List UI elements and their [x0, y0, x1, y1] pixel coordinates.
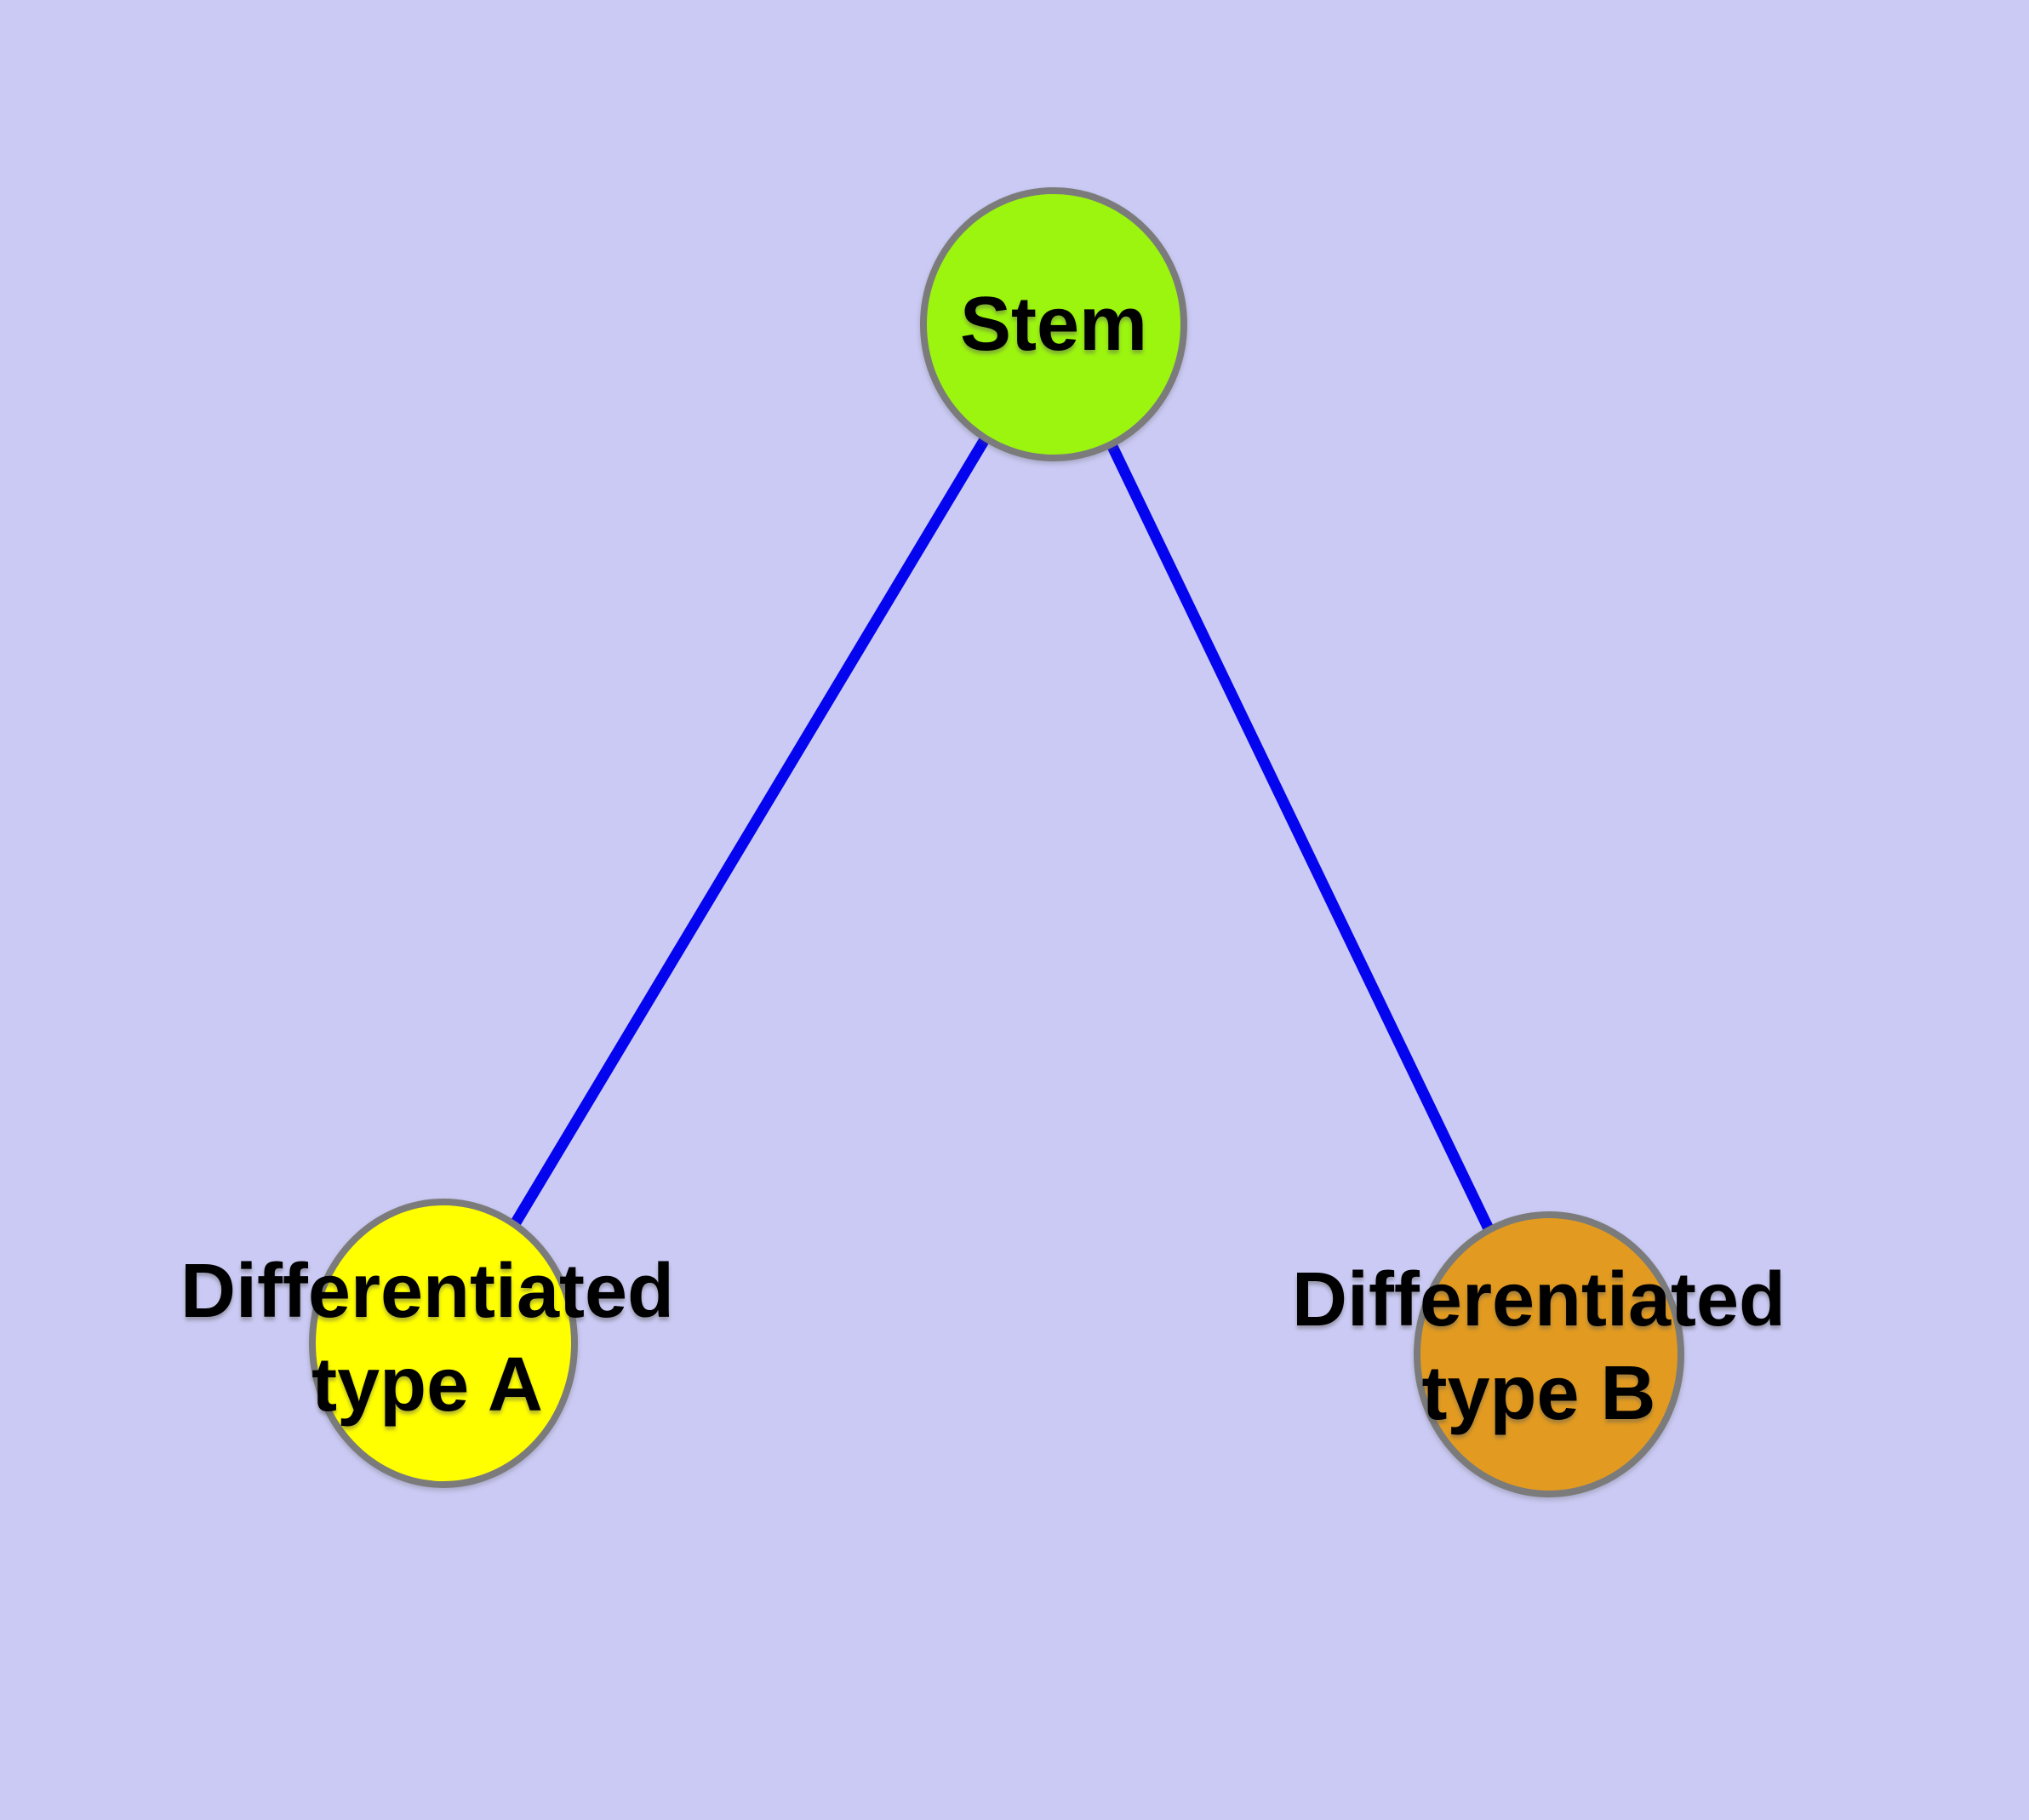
node-stem-shape[interactable] — [920, 187, 1187, 461]
node-type-b-shape[interactable] — [1414, 1211, 1684, 1497]
node-type-a-label-line1: Differentiated — [180, 1249, 674, 1334]
node-type-b-label-line2: type B — [1421, 1351, 1655, 1436]
node-type-b-label: Differentiated type B — [1292, 1257, 1786, 1436]
node-type-a-label-line2: type A — [311, 1342, 543, 1428]
node-type-a-shape[interactable] — [309, 1199, 578, 1488]
node-type-b-label-line1: Differentiated — [1292, 1257, 1786, 1342]
node-type-b[interactable]: Differentiated type B — [1292, 1211, 1786, 1497]
edge-stem-to-type-a[interactable] — [438, 321, 1059, 1347]
node-type-a[interactable]: Differentiated type A — [180, 1199, 674, 1488]
node-stem-label: Stem — [960, 282, 1147, 367]
edge-layer — [438, 321, 1554, 1357]
edge-stem-to-type-b[interactable] — [1049, 322, 1554, 1357]
node-type-a-label: Differentiated type A — [180, 1249, 674, 1428]
node-stem-label-text: Stem — [960, 282, 1147, 367]
node-stem[interactable]: Stem — [920, 187, 1187, 461]
